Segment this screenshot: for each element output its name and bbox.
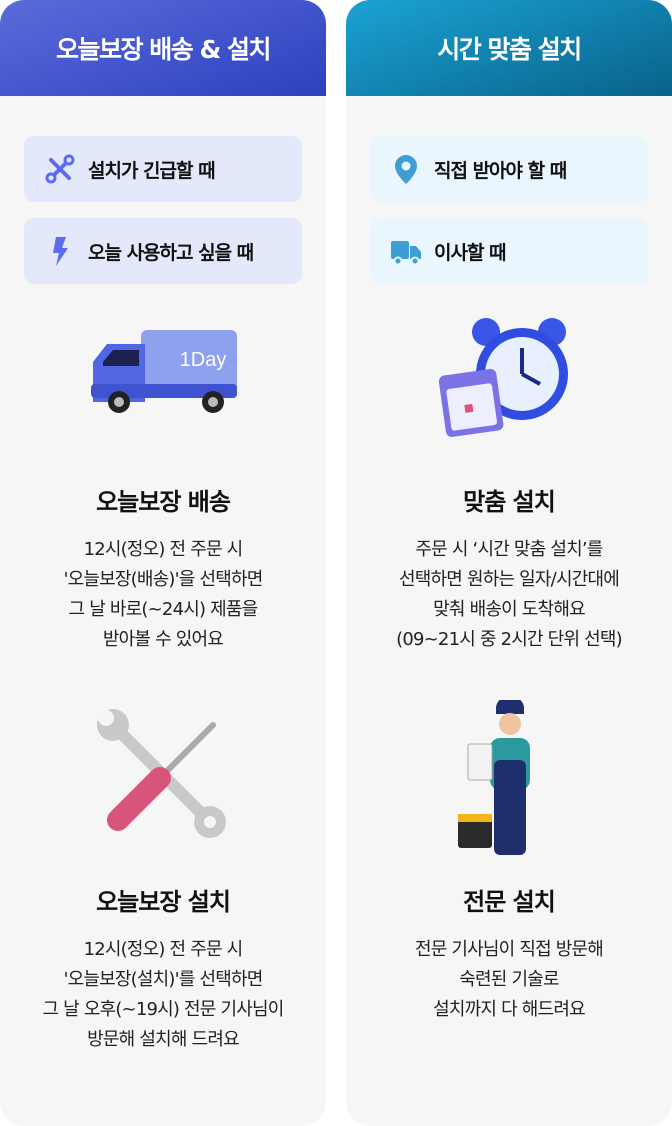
desc-line: 설치까지 다 해드려요 — [433, 999, 585, 1020]
desc-line: 방문해 설치해 드려요 — [87, 1029, 239, 1050]
section-description: 주문 시 ‘시간 맞춤 설치’를 선택하면 원하는 일자/시간대에 맞춰 배송이… — [346, 535, 672, 655]
truck-icon — [391, 241, 421, 266]
section-title: 맞춤 설치 — [463, 488, 556, 516]
desc-line: '오늘보장(배송)'을 선택하면 — [63, 569, 263, 590]
desc-line: 전문 기사님이 직접 방문해 — [414, 939, 604, 960]
time-slot-column: 시간 맞춤 설치 직접 받아야 할 때 이사할 때 맞춤 설치 주문 시 ‘시간… — [346, 0, 672, 1126]
chip-label: 이사할 때 — [434, 241, 507, 264]
chip-use-today: 오늘 사용하고 싶을 때 — [24, 218, 302, 284]
chip-receive-directly: 직접 받아야 할 때 — [370, 136, 648, 202]
section-title: 전문 설치 — [463, 888, 556, 916]
desc-line: 12시(정오) 전 주문 시 — [83, 939, 244, 960]
wrench-screwdriver-illustration — [0, 700, 326, 850]
section-description: 12시(정오) 전 주문 시 '오늘보장(배송)'을 선택하면 그 날 바로(~… — [0, 535, 326, 655]
desc-line: 그 날 바로(~24시) 제품을 — [68, 599, 259, 620]
column-header: 시간 맞춤 설치 — [346, 0, 672, 96]
chip-moving: 이사할 때 — [370, 218, 648, 284]
chip-label: 설치가 긴급할 때 — [88, 159, 216, 182]
section-description: 전문 기사님이 직접 방문해 숙련된 기술로 설치까지 다 해드려요 — [346, 935, 672, 1025]
section-title: 오늘보장 배송 — [96, 488, 231, 516]
chip-label: 직접 받아야 할 때 — [434, 159, 567, 182]
technician-illustration — [346, 700, 672, 860]
tools-icon — [45, 154, 75, 184]
desc-line: (09~21시 중 2시간 단위 선택) — [396, 629, 623, 650]
desc-line: 숙련된 기술로 — [459, 969, 559, 990]
alarm-clock-calendar-illustration — [346, 312, 672, 442]
desc-line: '오늘보장(설치)'를 선택하면 — [63, 969, 263, 990]
chip-label: 오늘 사용하고 싶을 때 — [88, 241, 254, 264]
truck-label: 1Day — [180, 349, 227, 371]
desc-line: 선택하면 원하는 일자/시간대에 — [399, 569, 620, 590]
section-description: 12시(정오) 전 주문 시 '오늘보장(설치)'를 선택하면 그 날 오후(~… — [0, 935, 326, 1055]
today-guarantee-column: 오늘보장 배송 & 설치 설치가 긴급할 때 오늘 사용하고 싶을 때 1Day… — [0, 0, 326, 1126]
desc-line: 받아볼 수 있어요 — [102, 629, 224, 650]
chip-urgent-install: 설치가 긴급할 때 — [24, 136, 302, 202]
column-header: 오늘보장 배송 & 설치 — [0, 0, 326, 96]
desc-line: 맞춰 배송이 도착해요 — [433, 599, 585, 620]
desc-line: 12시(정오) 전 주문 시 — [83, 539, 244, 560]
delivery-truck-illustration: 1Day — [0, 322, 326, 422]
desc-line: 그 날 오후(~19시) 전문 기사님이 — [42, 999, 284, 1020]
desc-line: 주문 시 ‘시간 맞춤 설치’를 — [415, 539, 603, 560]
lightning-icon — [53, 237, 68, 266]
location-pin-icon — [395, 155, 417, 184]
section-title: 오늘보장 설치 — [96, 888, 231, 916]
